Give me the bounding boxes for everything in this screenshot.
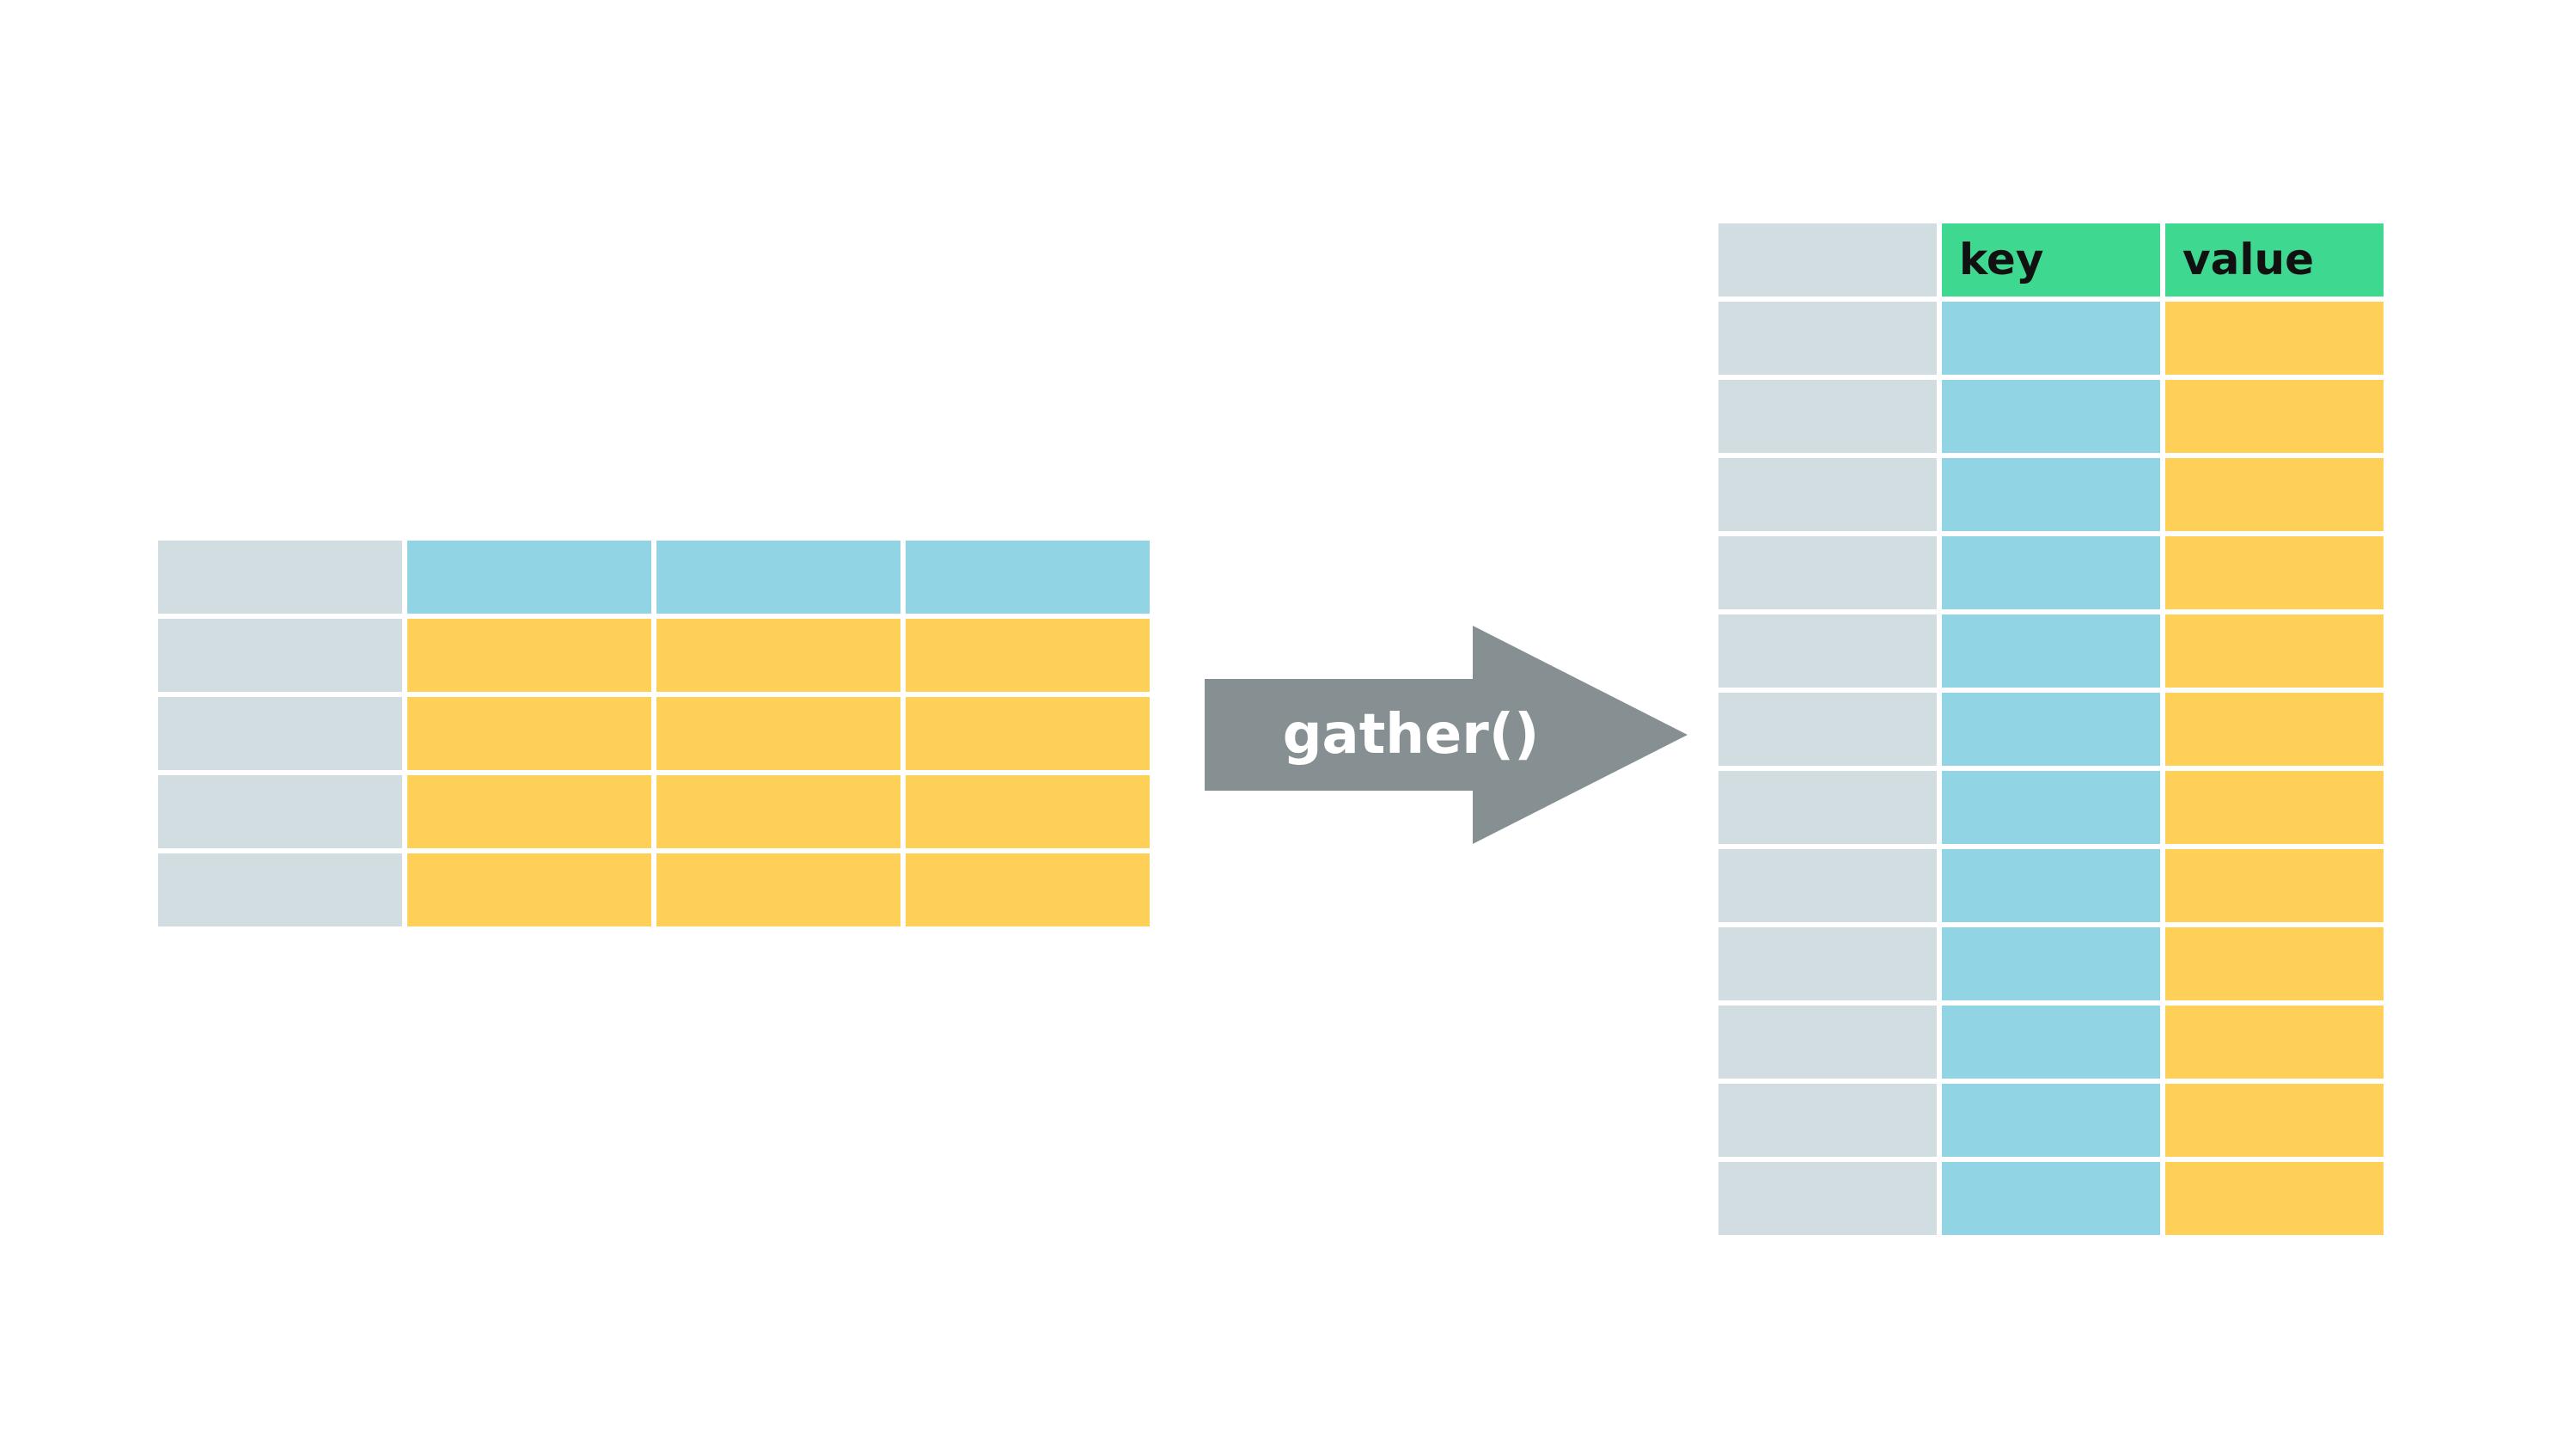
arrow-icon [1205, 626, 1688, 844]
long-table-value-cell [2165, 849, 2384, 922]
wide-table-cell [906, 619, 1150, 692]
long-table-id-cell [1718, 693, 1937, 766]
wide-table-cell [906, 775, 1150, 848]
long-table-key-cell [1942, 302, 2160, 375]
wide-table-cell [656, 697, 900, 770]
wide-table-header-cell [158, 541, 402, 614]
value-column-header: value [2165, 223, 2384, 297]
wide-table [158, 541, 1150, 926]
long-table-value-cell [2165, 1084, 2384, 1157]
long-table-id-cell [1718, 1006, 1937, 1079]
wide-table-cell [158, 853, 402, 926]
long-table-key-cell [1942, 1006, 2160, 1079]
long-table-key-cell [1942, 849, 2160, 922]
wide-table-cell [158, 697, 402, 770]
long-table-value-cell [2165, 380, 2384, 453]
wide-table-cell [656, 775, 900, 848]
long-table: key value [1718, 223, 2384, 1235]
wide-table-cell [656, 619, 900, 692]
long-table-value-cell [2165, 771, 2384, 844]
long-table-id-header [1718, 223, 1937, 297]
long-table-id-cell [1718, 927, 1937, 1000]
long-table-value-cell [2165, 614, 2384, 688]
long-table-value-cell [2165, 693, 2384, 766]
wide-table-cell [407, 775, 651, 848]
long-table-key-cell [1942, 771, 2160, 844]
long-table-id-cell [1718, 771, 1937, 844]
long-table-id-cell [1718, 614, 1937, 688]
long-table-id-cell [1718, 849, 1937, 922]
long-table-key-cell [1942, 1162, 2160, 1235]
long-table-key-cell [1942, 693, 2160, 766]
wide-table-cell [407, 853, 651, 926]
long-table-key-cell [1942, 536, 2160, 609]
long-table-value-cell [2165, 927, 2384, 1000]
long-table-id-cell [1718, 1084, 1937, 1157]
long-table-id-cell [1718, 536, 1937, 609]
wide-table-cell [158, 775, 402, 848]
wide-table-header-cell [906, 541, 1150, 614]
wide-table-cell [906, 697, 1150, 770]
wide-table-cell [407, 619, 651, 692]
wide-table-header-cell [407, 541, 651, 614]
long-table-value-cell [2165, 536, 2384, 609]
long-table-id-cell [1718, 380, 1937, 453]
long-table-key-cell [1942, 380, 2160, 453]
long-table-value-cell [2165, 1162, 2384, 1235]
long-table-key-cell [1942, 1084, 2160, 1157]
long-table-value-cell [2165, 458, 2384, 531]
wide-table-cell [407, 697, 651, 770]
long-table-key-cell [1942, 927, 2160, 1000]
long-table-id-cell [1718, 458, 1937, 531]
wide-table-cell [906, 853, 1150, 926]
wide-table-cell [158, 619, 402, 692]
wide-table-header-cell [656, 541, 900, 614]
long-table-key-cell [1942, 614, 2160, 688]
long-table-value-cell [2165, 1006, 2384, 1079]
long-table-id-cell [1718, 302, 1937, 375]
key-column-header: key [1942, 223, 2160, 297]
long-table-value-cell [2165, 302, 2384, 375]
long-table-id-cell [1718, 1162, 1937, 1235]
gather-label: gather() [1282, 703, 1540, 767]
wide-table-cell [656, 853, 900, 926]
long-table-key-cell [1942, 458, 2160, 531]
arrow-shape [1205, 626, 1688, 844]
